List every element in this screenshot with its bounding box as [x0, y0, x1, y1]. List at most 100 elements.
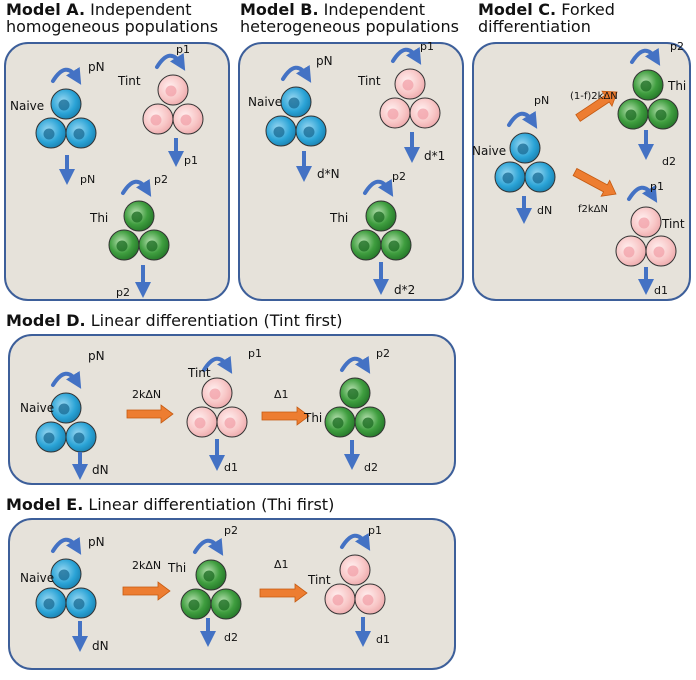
- d-thi-cell-left: [324, 406, 356, 438]
- c-d2-label: d2: [662, 155, 676, 168]
- model-b-title: Model B. Independent heterogeneous popul…: [240, 1, 459, 35]
- d-thi-cell-right: [354, 406, 386, 438]
- d-naive-label: Naive: [20, 401, 54, 415]
- d-p2-label: p2: [376, 347, 390, 360]
- model-e-head: Model E.: [6, 495, 84, 514]
- a-naive-cell-right: [65, 117, 97, 149]
- b-tint-cell-top: [394, 68, 426, 100]
- a-thi-label: Thi: [89, 211, 108, 225]
- c-fork-lower-label: f2kΔN: [578, 204, 608, 215]
- b-thi-cell-right: [380, 229, 412, 261]
- a-p2-out-label: p2: [116, 286, 130, 299]
- d-tint-self-arrow: [202, 356, 233, 374]
- d-transition-2-arrow: [261, 406, 310, 426]
- a-pN-out-label: pN: [80, 173, 95, 186]
- e-p1-label: p1: [368, 524, 382, 537]
- e-naive-label: Naive: [20, 571, 54, 585]
- e-thi-self-arrow: [193, 538, 224, 556]
- model-d-title: Model D. Linear differentiation (Tint fi…: [6, 312, 342, 329]
- e-tint-label: Tint: [307, 573, 331, 587]
- model-a-line2: homogeneous populations: [6, 17, 219, 36]
- model-c-title: Model C. Forked differentiation: [478, 1, 615, 35]
- c-fork-upper-arrow: [575, 90, 618, 122]
- a-p1-out-label: p1: [184, 154, 198, 167]
- b-naive-cell-top: [280, 86, 312, 118]
- model-c-line2: differentiation: [478, 17, 591, 36]
- c-pN-label: pN: [534, 94, 549, 107]
- b-tint-cell-left: [379, 97, 411, 129]
- b-dstar2-label: d*2: [394, 283, 415, 297]
- e-p2-label: p2: [224, 524, 238, 537]
- e-thi-cell-right: [210, 588, 242, 620]
- model-d-text: Linear differentiation (Tint first): [90, 311, 343, 330]
- e-d1-label: d1: [376, 633, 390, 646]
- e-thi-label: Thi: [167, 561, 186, 575]
- e-naive-cell-right: [65, 587, 97, 619]
- d-lin2-label: Δ1: [274, 388, 289, 401]
- c-tint-cell-top: [630, 206, 662, 238]
- e-lin1-label: 2kΔN: [132, 559, 161, 572]
- d-p1-label: p1: [248, 347, 262, 360]
- c-naive-cell-top: [509, 132, 541, 164]
- c-tint-label: Tint: [661, 217, 685, 231]
- d-tint-label: Tint: [187, 366, 211, 380]
- b-tint-label: Tint: [357, 74, 381, 88]
- a-tint-cell-right: [172, 103, 204, 135]
- c-p2-label: p2: [670, 40, 684, 53]
- model-b-panel: [238, 42, 464, 301]
- c-thi-self-arrow: [630, 48, 661, 66]
- e-transition-1-arrow: [122, 581, 171, 601]
- model-a-line1: Independent: [90, 0, 192, 19]
- c-tint-cell-right: [645, 235, 677, 267]
- a-thi-cell-right: [138, 229, 170, 261]
- model-d-head: Model D.: [6, 311, 86, 330]
- d-naive-cell-top: [50, 392, 82, 424]
- c-tint-self-arrow: [627, 185, 658, 203]
- d-dN-label: dN: [92, 463, 109, 477]
- d-thi-label: Thi: [303, 411, 322, 425]
- b-dstarN-label: d*N: [317, 167, 340, 181]
- e-naive-self-arrow: [51, 537, 82, 555]
- b-tint-self-arrow: [391, 47, 422, 65]
- e-pN-label: pN: [88, 535, 105, 549]
- e-tint-cell-top: [339, 554, 371, 586]
- a-tint-self-arrow: [155, 53, 186, 71]
- model-c-line1: Forked: [561, 0, 615, 19]
- d-tint-cell-right: [216, 406, 248, 438]
- e-tint-self-arrow: [340, 533, 371, 551]
- model-c-head: Model C.: [478, 0, 557, 19]
- model-b-line2: heterogeneous populations: [240, 17, 459, 36]
- b-thi-cell-left: [350, 229, 382, 261]
- e-thi-cell-left: [180, 588, 212, 620]
- b-naive-label: Naive: [248, 95, 282, 109]
- b-thi-cell-top: [365, 200, 397, 232]
- b-thi-self-arrow: [363, 179, 394, 197]
- e-d2-label: d2: [224, 631, 238, 644]
- c-naive-self-arrow: [507, 111, 538, 129]
- model-b-head: Model B.: [240, 0, 319, 19]
- e-dN-label: dN: [92, 639, 109, 653]
- b-pN-label: pN: [316, 54, 333, 68]
- c-naive-label: Naive: [472, 144, 506, 158]
- d-transition-1-arrow: [126, 404, 174, 424]
- b-naive-cell-right: [295, 115, 327, 147]
- b-p1-label: p1: [420, 40, 434, 53]
- c-p1-label: p1: [650, 180, 664, 193]
- a-tint-label: Tint: [117, 74, 141, 88]
- a-thi-self-arrow: [121, 179, 152, 197]
- d-d2-label: d2: [364, 461, 378, 474]
- c-naive-cell-right: [524, 161, 556, 193]
- c-thi-cell-left: [617, 98, 649, 130]
- d-naive-self-arrow: [51, 371, 82, 389]
- b-dstar1-label: d*1: [424, 149, 445, 163]
- model-e-text: Linear differentiation (Thi first): [88, 495, 335, 514]
- c-dN-label: dN: [537, 204, 552, 217]
- a-naive-self-arrow: [51, 67, 82, 85]
- a-naive-cell-top: [50, 88, 82, 120]
- e-tint-cell-right: [354, 583, 386, 615]
- model-a-head: Model A.: [6, 0, 86, 19]
- a-p1-label: p1: [176, 43, 190, 56]
- c-fork-upper-label: (1-f)2kΔN: [570, 91, 618, 102]
